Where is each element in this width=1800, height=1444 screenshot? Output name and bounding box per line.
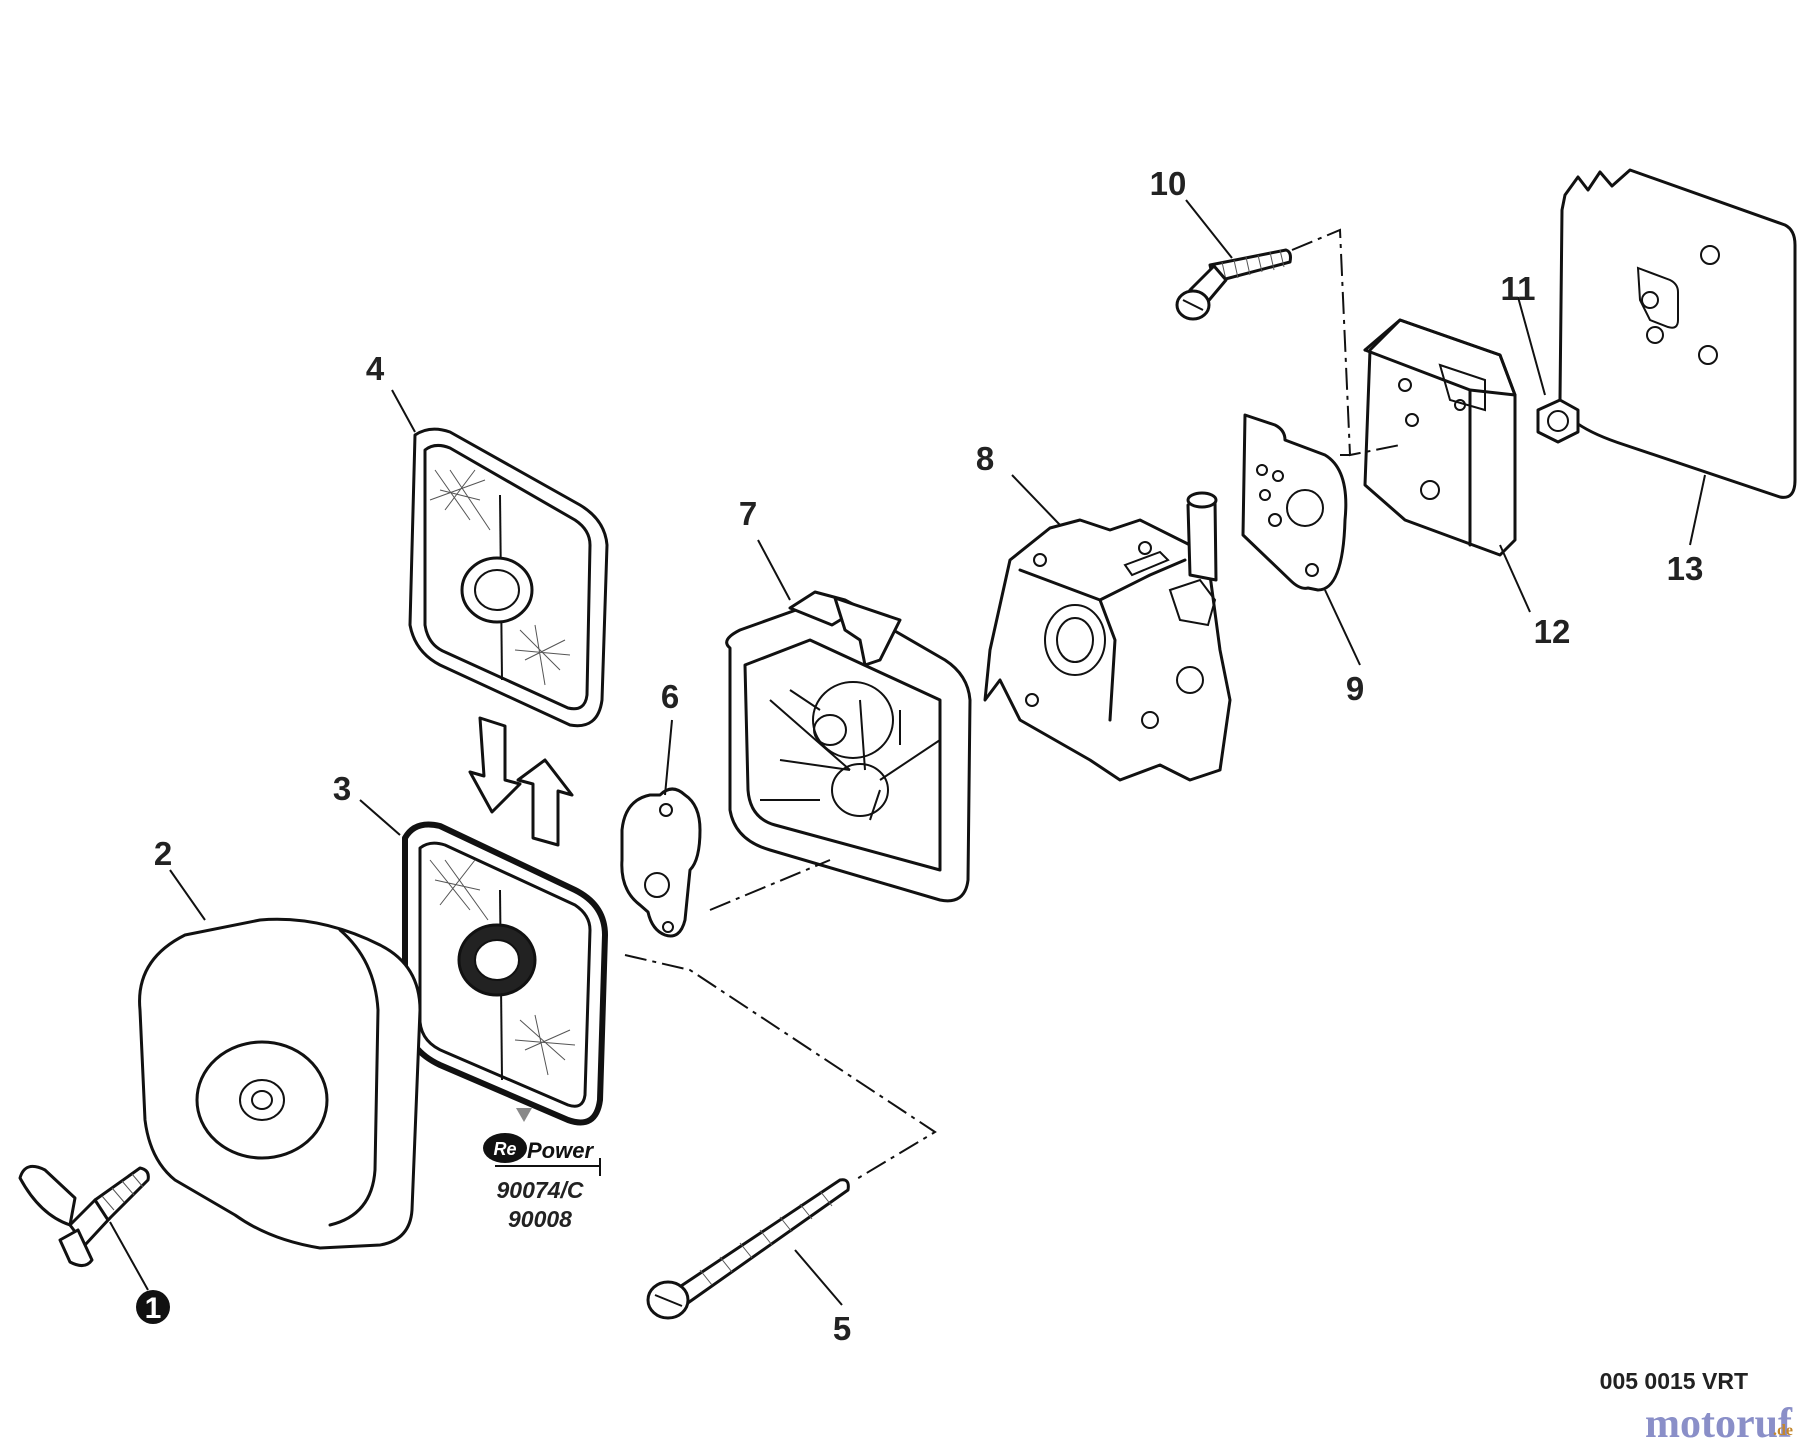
part-11-nut — [1536, 398, 1580, 444]
watermark-suffix: .de — [1773, 1422, 1793, 1439]
part-8-carburetor — [983, 491, 1232, 782]
assembly-arrows — [468, 716, 574, 847]
callout-12: 12 — [1534, 613, 1571, 650]
part-5-long-bolt — [646, 1178, 850, 1320]
assembly-lines — [624, 228, 1401, 1181]
part-12-insulator — [1363, 318, 1517, 557]
part-3-filter — [402, 821, 608, 1126]
part-6-gasket — [620, 787, 702, 938]
watermark-name: motoruf — [1645, 1401, 1793, 1444]
part-4-filter — [408, 427, 609, 728]
part-9-gasket — [1241, 413, 1348, 592]
diagram-code: 005 0015 VRT — [1600, 1368, 1748, 1394]
watermark-logo: motoruf .de — [1645, 1401, 1793, 1444]
part-number-2: 90008 — [508, 1206, 572, 1232]
callout-9: 9 — [1346, 670, 1364, 707]
part-2-cover — [138, 917, 422, 1250]
callout-13: 13 — [1667, 550, 1704, 587]
callout-labels: 1 2 3 4 5 6 7 8 9 10 11 12 13 — [136, 165, 1703, 1347]
leader-lines — [109, 199, 1706, 1306]
part-7-cleaner-base — [725, 590, 972, 903]
callout-3: 3 — [333, 770, 351, 807]
part-10-bolt — [1175, 248, 1292, 321]
repower-prefix: Re — [493, 1139, 516, 1159]
pointer-triangle-icon — [516, 1108, 532, 1122]
callout-7: 7 — [739, 495, 757, 532]
part-1-wing-bolt — [18, 1164, 150, 1267]
callout-2: 2 — [154, 835, 172, 872]
part-13-gasket — [1558, 168, 1797, 499]
callout-6: 6 — [661, 678, 679, 715]
callout-10: 10 — [1150, 165, 1187, 202]
callout-1-marker — [136, 1290, 170, 1324]
part-number-1: 90074/C — [497, 1177, 584, 1203]
callout-1: 1 — [145, 1292, 162, 1325]
repower-logo: Re Power — [483, 1108, 601, 1176]
callout-8: 8 — [976, 440, 994, 477]
repower-name: Power — [527, 1138, 594, 1163]
callout-5: 5 — [833, 1310, 851, 1347]
callout-4: 4 — [366, 350, 385, 387]
callout-11: 11 — [1501, 270, 1536, 307]
